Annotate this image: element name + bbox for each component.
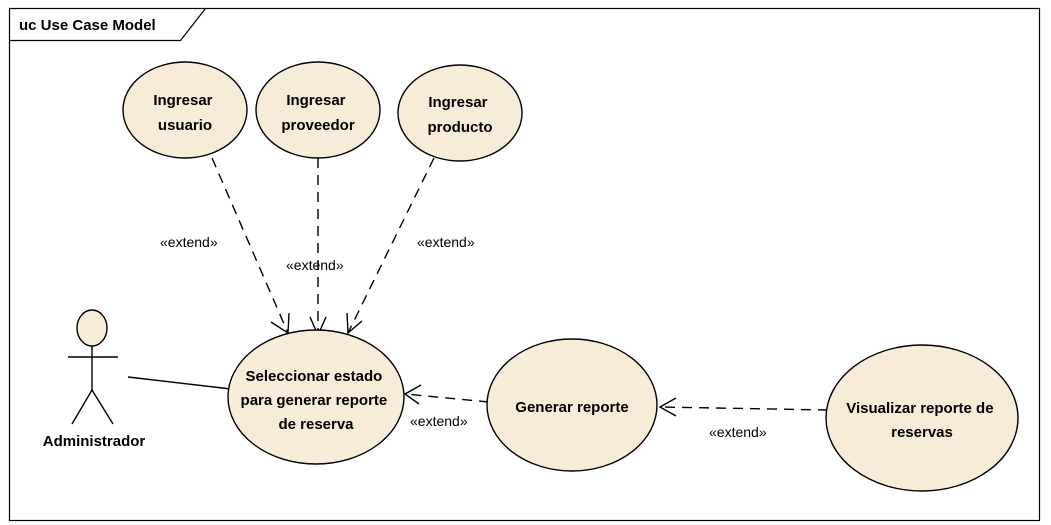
use-case-label: Ingresar producto [428, 94, 493, 136]
extend-line-generar [404, 393, 490, 403]
extend-line-usuario [211, 157, 289, 334]
use-case-ellipse [255, 61, 381, 159]
actor-head [76, 309, 108, 347]
use-case-ellipse [825, 344, 1019, 492]
extend-arrowhead-generar [403, 384, 422, 405]
extend-line-visualizar [659, 406, 829, 411]
use-case-label: Ingresar usuario [153, 92, 216, 134]
actor-name: Administrador [43, 433, 146, 450]
extend-label-usuario: «extend» [160, 234, 218, 250]
use-case-label: Ingresar proveedor [281, 92, 355, 134]
use-case-ellipse [227, 329, 405, 465]
frame-label-tab [9, 8, 206, 42]
extend-line-producto [347, 157, 435, 334]
diagram-frame [8, 7, 1041, 522]
use-case-label: Seleccionar estado para generar reporte … [241, 368, 392, 433]
actor-right-leg [91, 389, 114, 425]
use-case-label: Generar reporte [515, 399, 628, 416]
use-case-ellipse [486, 338, 658, 472]
extend-label-visualizar: «extend» [709, 424, 767, 440]
use-case-ingresar-proveedor[interactable]: Ingresar proveedor [255, 61, 381, 159]
use-case-ingresar-producto[interactable]: Ingresar producto [397, 64, 523, 162]
extend-label-producto: «extend» [417, 234, 475, 250]
extend-label-generar: «extend» [410, 413, 468, 429]
use-case-ellipse [122, 61, 248, 159]
frame-title: uc Use Case Model [19, 17, 156, 34]
actor-left-leg [71, 389, 93, 425]
actor-administrador[interactable]: Administrador [43, 309, 146, 450]
use-case-visualizar-reporte[interactable]: Visualizar reporte de reservas [825, 344, 1019, 492]
use-case-ingresar-usuario[interactable]: Ingresar usuario [122, 61, 248, 159]
extend-arrowhead-visualizar [658, 397, 677, 417]
association-line [127, 376, 232, 390]
use-case-ellipse [397, 64, 523, 162]
use-case-generar-reporte[interactable]: Generar reporte [486, 338, 658, 472]
use-case-label: Visualizar reporte de reservas [846, 400, 997, 441]
extend-arrowhead-producto [346, 312, 363, 335]
extend-label-proveedor: «extend» [286, 257, 344, 273]
use-case-seleccionar-estado[interactable]: Seleccionar estado para generar reporte … [227, 329, 405, 465]
